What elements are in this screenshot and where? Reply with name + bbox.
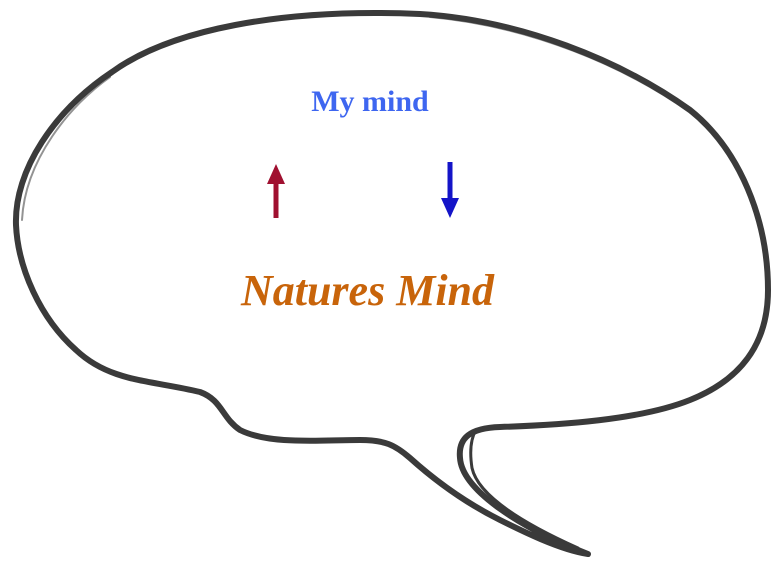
- my-mind-label: My mind: [0, 84, 740, 120]
- up-arrow: [264, 162, 288, 220]
- natures-mind-label: Natures Mind: [0, 264, 735, 318]
- down-arrow: [438, 160, 462, 220]
